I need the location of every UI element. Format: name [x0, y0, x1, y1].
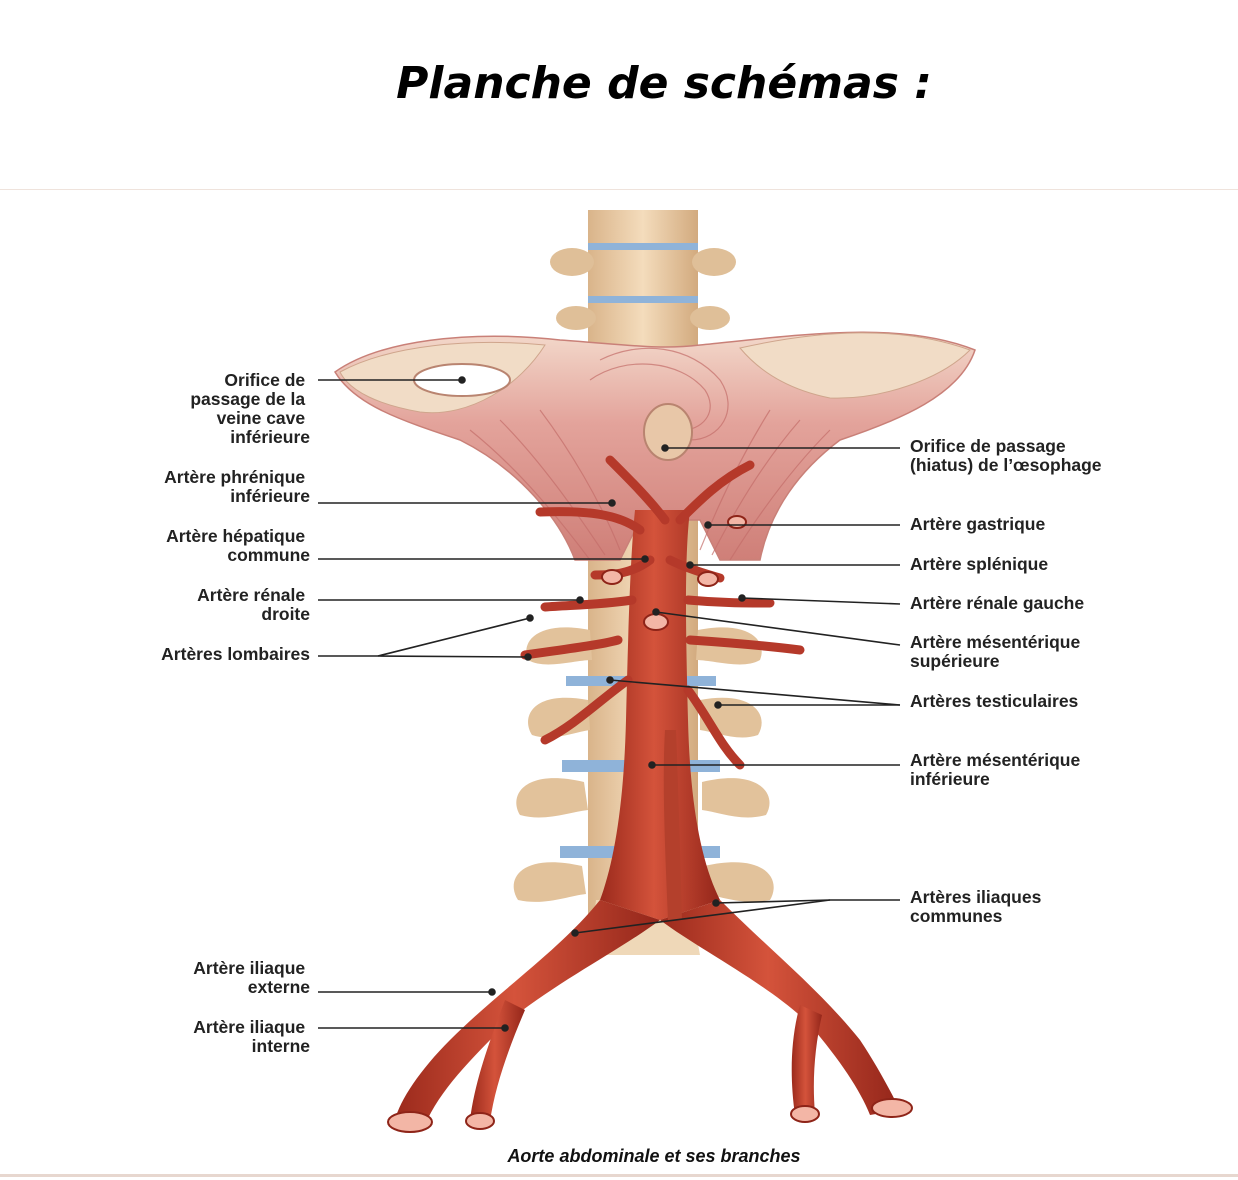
aorta: [388, 460, 912, 1132]
left-labels: Orifice de passage de la veine cave infé…: [161, 370, 310, 1056]
disc: [588, 296, 698, 303]
label-hepatic-artery: Artère hépatique commune: [166, 526, 310, 565]
transverse-process: [556, 306, 596, 330]
label-gastric-artery: Artère gastrique: [910, 514, 1045, 534]
label-internal-iliac: Artère iliaque interne: [193, 1017, 310, 1056]
vessel-opening: [644, 614, 668, 630]
transverse-process: [692, 248, 736, 276]
label-lumbar-arteries: Artères lombaires: [161, 644, 310, 664]
transverse-process: [702, 778, 770, 817]
label-superior-mesenteric: Artère mésentérique supérieure: [910, 632, 1085, 671]
label-inferior-mesenteric: Artère mésentérique inférieure: [910, 750, 1085, 789]
transverse-process: [550, 248, 594, 276]
right-common-iliac: [660, 900, 900, 1115]
transverse-process: [516, 778, 588, 817]
label-splenic-artery: Artère splénique: [910, 554, 1048, 574]
disc: [588, 243, 698, 250]
label-ivc-orifice: Orifice de passage de la veine cave infé…: [190, 370, 310, 447]
bottom-border: [0, 1174, 1238, 1177]
label-left-renal-artery: Artère rénale gauche: [910, 593, 1084, 613]
internal-iliac-right: [792, 1005, 822, 1115]
label-right-renal-artery: Artère rénale droite: [197, 585, 310, 624]
vessel-opening: [728, 516, 746, 528]
label-esophageal-hiatus: Orifice de passage (hiatus) de l’œsophag…: [910, 436, 1102, 475]
label-common-iliac: Artères iliaques communes: [910, 887, 1046, 926]
label-testicular-arteries: Artères testiculaires: [910, 691, 1079, 711]
vessel-opening: [602, 570, 622, 584]
vessel-opening: [791, 1106, 819, 1122]
label-external-iliac: Artère iliaque externe: [193, 958, 310, 997]
vessel-opening: [872, 1099, 912, 1117]
vessel-opening: [698, 572, 718, 586]
figure-caption: Aorte abdominale et ses branches: [506, 1146, 800, 1166]
right-labels: Orifice de passage (hiatus) de l’œsophag…: [910, 436, 1102, 926]
label-phrenic-artery: Artère phrénique inférieure: [164, 467, 310, 506]
vessel-opening: [466, 1113, 494, 1129]
transverse-process: [514, 862, 586, 902]
esophageal-hiatus: [644, 404, 692, 460]
transverse-process: [690, 306, 730, 330]
vessel-opening: [388, 1112, 432, 1132]
left-common-iliac: [395, 900, 660, 1125]
